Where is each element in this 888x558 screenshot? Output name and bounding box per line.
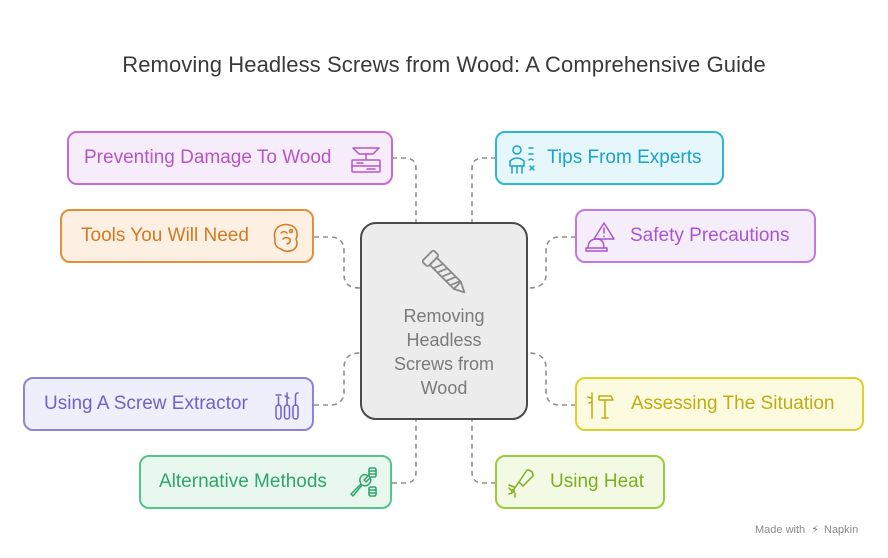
node-alternative-methods: Alternative Methods [139, 455, 392, 509]
node-assessing-label: Assessing The Situation [631, 393, 835, 414]
connector-assessing [527, 352, 576, 406]
connector-heat [471, 420, 496, 484]
connector-extractor [314, 352, 361, 406]
connector-preventing [392, 157, 417, 222]
napkin-logo-icon: ⚡ [811, 524, 819, 536]
node-safety: Safety Precautions [575, 209, 816, 263]
node-screw-extractor: Using A Screw Extractor [23, 377, 314, 431]
footer-brand: Napkin [824, 524, 859, 536]
wrench-bolts-icon [350, 467, 377, 497]
connector-experts [471, 157, 496, 222]
node-assessing: Assessing The Situation [575, 377, 864, 431]
node-alternative-methods-label: Alternative Methods [159, 471, 327, 492]
node-tips-experts: Tips From Experts [495, 131, 724, 185]
screw-icon [421, 249, 466, 294]
footer-prefix: Made with [755, 524, 806, 536]
node-using-heat-label: Using Heat [550, 471, 644, 492]
node-screw-extractor-label: Using A Screw Extractor [44, 393, 248, 414]
node-preventing-damage: Preventing Damage To Wood [67, 131, 393, 185]
diagram-title: Removing Headless Screws from Wood: A Co… [122, 52, 766, 77]
node-safety-label: Safety Precautions [630, 225, 790, 246]
soldering-iron-icon [508, 469, 534, 498]
node-using-heat: Using Heat [495, 455, 665, 509]
node-tips-experts-label: Tips From Experts [547, 147, 702, 168]
hard-hat-warning-icon [585, 222, 615, 252]
expert-person-icon [509, 145, 535, 174]
connector-safety [527, 236, 576, 289]
center-topic-node: Removing Headless Screws from Wood [360, 222, 528, 420]
footer-credit: Made with ⚡ Napkin [755, 523, 858, 536]
connector-alternative [392, 420, 417, 484]
hammer-icon [587, 392, 614, 419]
wood-layers-icon [351, 147, 381, 173]
connector-tools [314, 236, 361, 289]
screwdriver-set-icon [275, 392, 299, 420]
node-preventing-damage-label: Preventing Damage To Wood [84, 147, 332, 168]
node-tools: Tools You Will Need [60, 209, 314, 263]
center-topic-label: Removing Headless Screws from Wood [393, 306, 494, 398]
node-tools-label: Tools You Will Need [81, 225, 249, 246]
toolbox-icon [273, 223, 298, 253]
